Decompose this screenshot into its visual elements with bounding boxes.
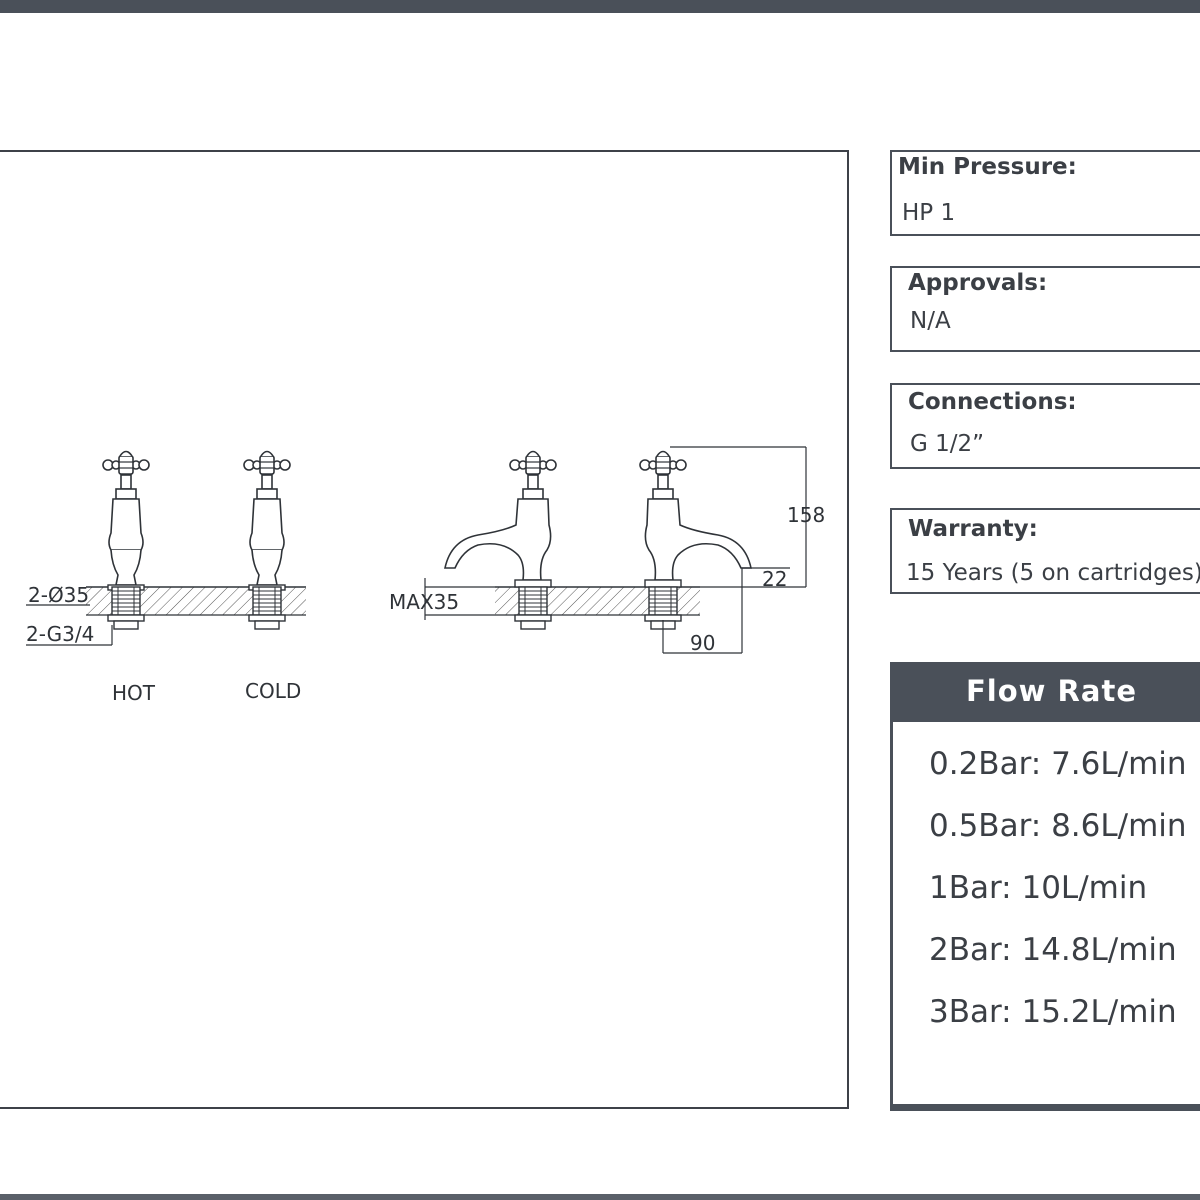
max-deck-label: MAX35: [389, 590, 459, 614]
flow-rate-title: Flow Rate: [966, 674, 1137, 708]
drawing-frame: [0, 150, 849, 1109]
approvals-value: N/A: [910, 308, 951, 334]
spout-gap-dimension: 22: [762, 567, 787, 591]
tap-side-right: [639, 450, 752, 630]
warranty-box: Warranty: 15 Years (5 on cartridges): [890, 508, 1200, 594]
flow-rate-item: 2Bar: 14.8L/min: [929, 932, 1177, 968]
connections-title: Connections:: [908, 389, 1077, 415]
warranty-title: Warranty:: [908, 516, 1038, 542]
hot-label: HOT: [112, 681, 156, 705]
hole-diameter-label: 2-Ø35: [28, 583, 89, 607]
min-pressure-box: Min Pressure: HP 1: [890, 150, 1200, 236]
approvals-box: Approvals: N/A: [890, 266, 1200, 352]
flow-rate-item: 1Bar: 10L/min: [929, 870, 1148, 906]
flow-rate-header: Flow Rate: [893, 662, 1200, 722]
flow-rate-panel: Flow Rate 0.2Bar: 7.6L/min 0.5Bar: 8.6L/…: [890, 662, 1200, 1111]
top-bar: [0, 0, 1200, 13]
flow-rate-item: 3Bar: 15.2L/min: [929, 994, 1177, 1030]
min-pressure-title: Min Pressure:: [898, 154, 1077, 180]
flow-rate-item: 0.2Bar: 7.6L/min: [929, 746, 1187, 782]
approvals-title: Approvals:: [908, 270, 1048, 296]
min-pressure-value: HP 1: [902, 200, 956, 226]
connections-value: G 1/2”: [910, 431, 985, 457]
tap-side-left: [444, 450, 557, 630]
cold-label: COLD: [245, 679, 301, 703]
bottom-bar: [0, 1194, 1200, 1200]
warranty-value: 15 Years (5 on cartridges): [906, 560, 1200, 586]
connections-box: Connections: G 1/2”: [890, 383, 1200, 469]
projection-dimension: 90: [690, 631, 715, 655]
height-dimension: 158: [787, 503, 825, 527]
flow-rate-item: 0.5Bar: 8.6L/min: [929, 808, 1187, 844]
thread-label: 2-G3/4: [26, 622, 94, 646]
